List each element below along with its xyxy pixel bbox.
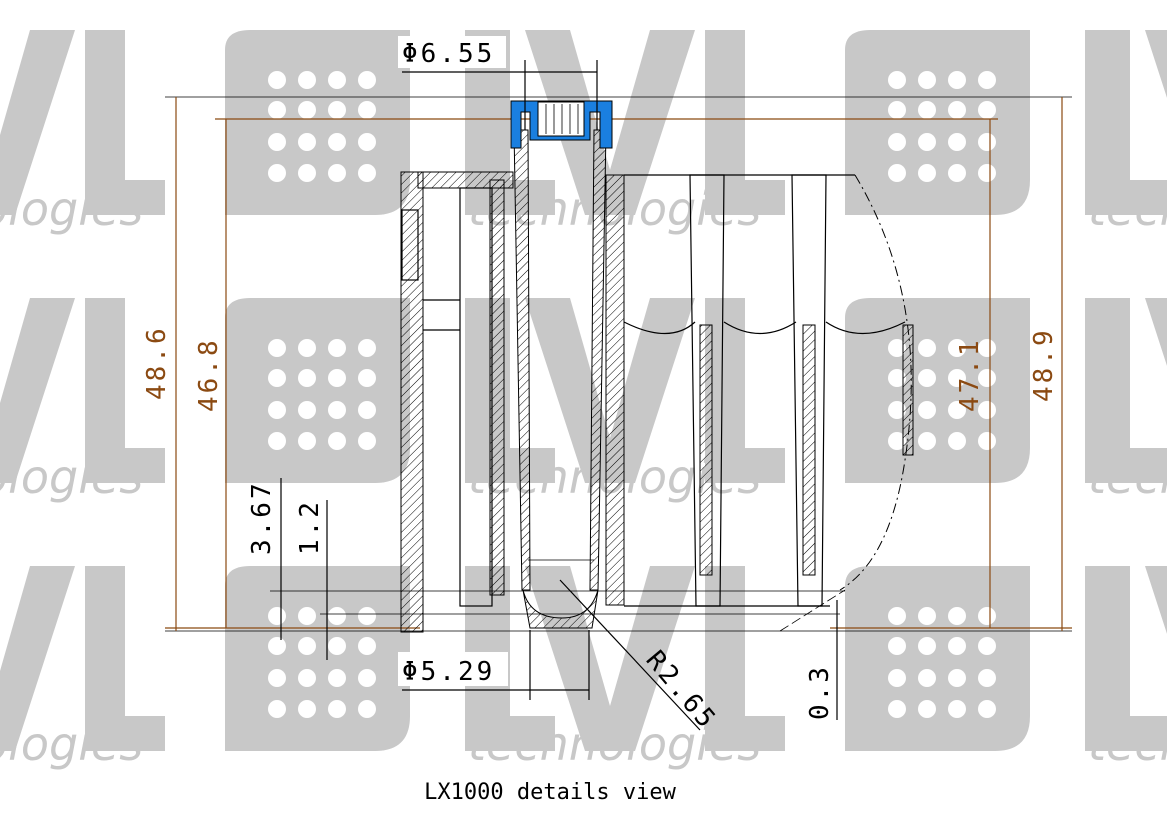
height-47-1-label: 47.1 (955, 337, 985, 412)
cap-diameter-label: Φ6.55 (402, 39, 495, 69)
bottom-diameter-label: Φ5.29 (402, 657, 495, 687)
height-48-6-label: 48.6 (142, 325, 172, 400)
foot-gap-label: 0.3 (805, 664, 835, 720)
watermark-logo: technologies technologies technologies t… (0, 30, 1167, 771)
svg-text:technologies: technologies (1088, 717, 1167, 771)
svg-text:technologies: technologies (1088, 182, 1167, 236)
height-48-9-label: 48.9 (1029, 327, 1059, 402)
rack-section (400, 129, 914, 633)
bottom-thickness-label: 1.2 (295, 499, 325, 555)
svg-text:technologies: technologies (468, 717, 761, 771)
svg-text:technologies: technologies (1088, 450, 1167, 504)
bottom-offset-label: 3.67 (247, 480, 277, 555)
drawing-caption: LX1000 details view (424, 780, 676, 805)
dimension-lines (175, 60, 1063, 731)
tube-cap (510, 100, 613, 149)
svg-text:technologies: technologies (0, 450, 143, 504)
svg-text:technologies: technologies (0, 717, 143, 771)
height-46-8-label: 46.8 (194, 337, 224, 412)
svg-text:technologies: technologies (0, 182, 143, 236)
